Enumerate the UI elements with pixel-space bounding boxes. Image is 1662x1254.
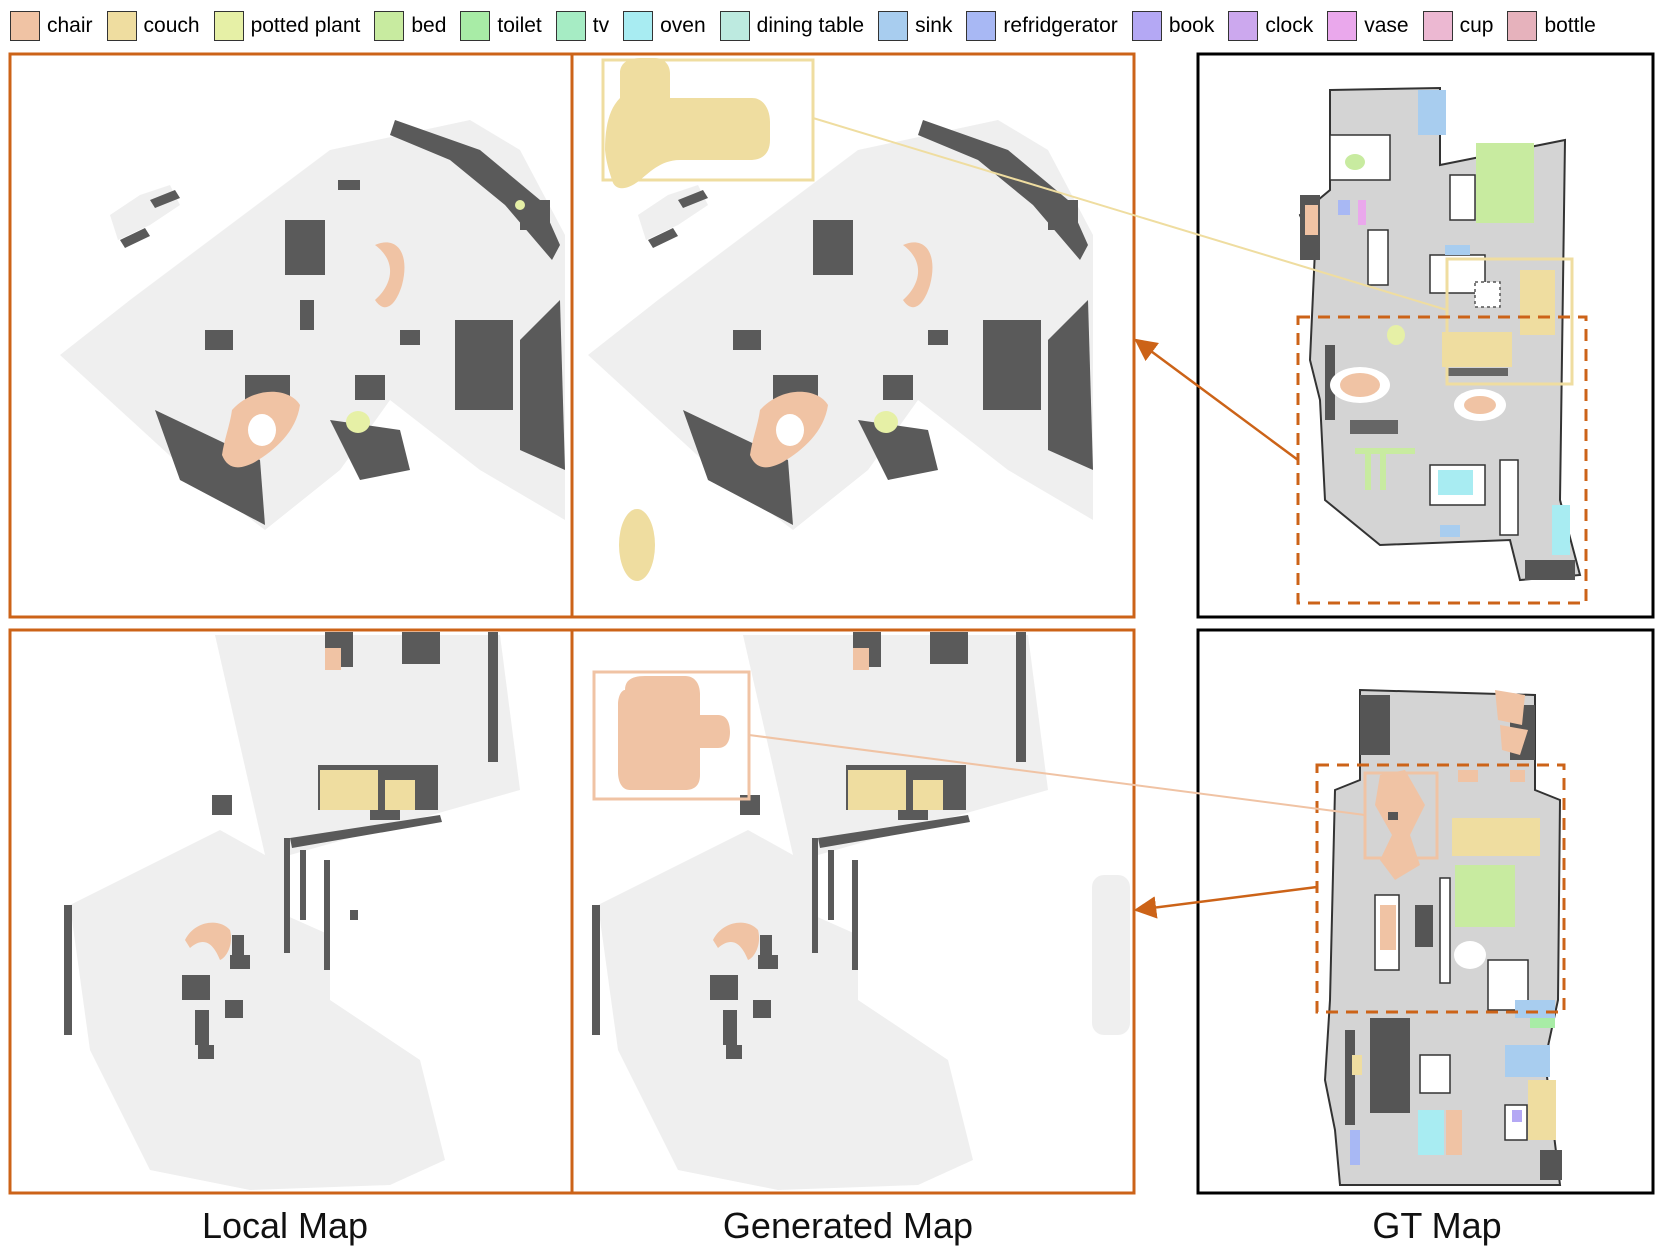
generated-map-caption: Generated Map: [722, 1205, 974, 1246]
legend-item: oven: [623, 11, 706, 41]
legend-item: dining table: [719, 11, 865, 41]
couch-connector-line: [812, 117, 1448, 311]
legend-item: chair: [10, 11, 93, 41]
legend-swatch: [966, 11, 997, 41]
local-map-top: [60, 120, 565, 530]
gt-map-top: [1196, 52, 1655, 619]
gt-map-caption: GT Map: [1372, 1205, 1502, 1246]
gt-bottom-region-box: [1315, 763, 1566, 1014]
chair-connector-line: [748, 734, 1366, 816]
legend-label: tv: [592, 14, 610, 37]
gt-top-couch-highlight: [1445, 257, 1574, 386]
legend-swatch: [623, 11, 654, 41]
legend-item: potted plant: [213, 11, 361, 41]
local-map-bottom: [64, 632, 520, 1190]
legend-item: bottle: [1507, 11, 1596, 41]
legend-swatch: [719, 11, 750, 41]
gt-map-bottom: [1196, 628, 1655, 1195]
legend-item: vase: [1327, 11, 1409, 41]
region-arrow-top: [1134, 338, 1299, 462]
legend-item: refridgerator: [966, 11, 1118, 41]
legend-swatch: [1327, 11, 1358, 41]
legend-label: toilet: [497, 14, 542, 37]
generated-map-top: [588, 58, 1093, 581]
legend-swatch: [460, 11, 491, 41]
legend-label: sink: [915, 14, 953, 37]
legend-swatch: [1228, 11, 1259, 41]
legend-swatch: [555, 11, 586, 41]
generated-map-bottom: [592, 632, 1130, 1190]
legend-swatch: [10, 11, 40, 41]
legend-label: bottle: [1544, 14, 1596, 37]
legend-item: couch: [106, 11, 200, 41]
legend-item: toilet: [460, 11, 542, 41]
legend-label: clock: [1265, 14, 1314, 37]
legend-item: clock: [1228, 11, 1313, 41]
legend-swatch: [878, 11, 909, 41]
legend-label: cup: [1459, 14, 1494, 37]
legend-swatch: [1422, 11, 1453, 41]
legend-item: sink: [878, 11, 952, 41]
legend-swatch: [1131, 11, 1162, 41]
legend-label: dining table: [756, 14, 865, 37]
legend-item: cup: [1422, 11, 1494, 41]
category-legend: chair couch potted plant bed toilet tv oven din…: [10, 8, 1655, 44]
legend-label: refridgerator: [1003, 14, 1118, 37]
legend-label: potted plant: [250, 14, 361, 37]
legend-label: book: [1168, 14, 1215, 37]
legend-item: bed: [374, 11, 446, 41]
legend-swatch: [374, 11, 405, 41]
legend-swatch: [213, 11, 244, 41]
legend-item: tv: [555, 11, 610, 41]
legend-swatch: [1507, 11, 1538, 41]
gt-bottom-chair-highlight: [1363, 771, 1439, 860]
legend-label: chair: [47, 14, 93, 37]
legend-label: bed: [411, 14, 447, 37]
local-map-caption: Local Map: [201, 1205, 369, 1246]
region-arrow-bottom: [1133, 885, 1318, 919]
legend-label: couch: [143, 14, 200, 37]
legend-label: oven: [660, 14, 706, 37]
generated-map-top-frame: [570, 52, 1136, 619]
legend-item: book: [1131, 11, 1215, 41]
legend-swatch: [106, 11, 137, 41]
legend-label: vase: [1364, 14, 1409, 37]
